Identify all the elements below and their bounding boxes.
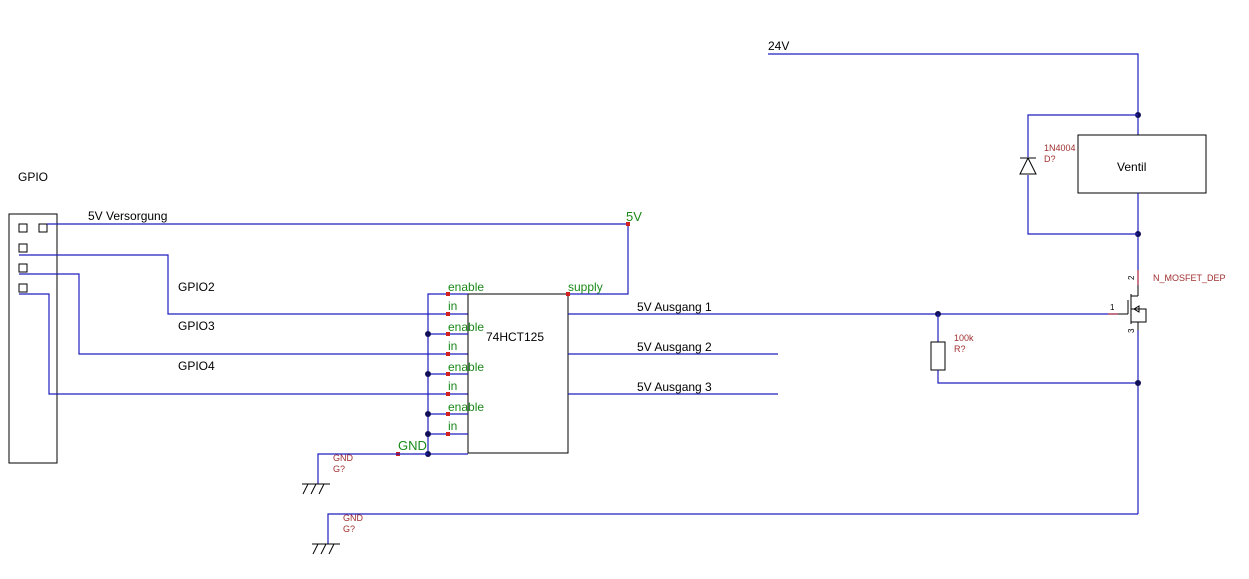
wire-gpio3 — [19, 273, 468, 355]
diode-value: 1N4004 — [1044, 143, 1076, 153]
resistor-value: 100k — [954, 333, 974, 343]
pin-marker — [446, 332, 450, 336]
pin-label-supply: supply — [568, 280, 603, 294]
mosfet-pin-number: 2 — [1127, 275, 1136, 280]
ground-symbol-1: GND G? — [302, 453, 428, 495]
gpio-pin — [18, 283, 28, 293]
gpio-pin — [18, 223, 28, 233]
net-24v: 24V — [768, 39, 1141, 135]
gpio-pin — [38, 223, 48, 233]
pin-marker — [446, 292, 450, 296]
net-label-out1: 5V Ausgang 1 — [637, 300, 712, 314]
net-gpio4: GPIO4 — [19, 293, 468, 395]
buffer-ic: 74HCT125 enable in enable in enable in e… — [396, 280, 603, 457]
net-label-gpio2: GPIO2 — [178, 280, 215, 294]
gpio-title: GPIO — [18, 170, 48, 184]
net-label-gpio4: GPIO4 — [178, 359, 215, 373]
pin-label-enable: enable — [448, 360, 484, 374]
mosfet-name: N_MOSFET_DEP — [1153, 273, 1226, 283]
net-label-24v: 24V — [768, 39, 789, 53]
wire-diode-bottom — [1027, 175, 1138, 235]
net-out2: 5V Ausgang 2 — [568, 340, 778, 355]
wire-diode-top — [1027, 114, 1138, 157]
pin-marker — [446, 432, 450, 436]
ground-value: GND — [333, 453, 354, 463]
pin-marker — [626, 222, 630, 226]
ground-ref: G? — [333, 464, 345, 474]
ground-value: GND — [343, 513, 364, 523]
pin-label-enable: enable — [448, 320, 484, 334]
wire-gpio2 — [19, 254, 468, 315]
net-label-out3: 5V Ausgang 3 — [637, 380, 712, 394]
junction-dot — [425, 431, 431, 437]
resistor-ref: R? — [954, 344, 966, 354]
pin-marker — [446, 352, 450, 356]
mosfet: 1 2 3 N_MOSFET_DEP — [1108, 270, 1226, 514]
pin-marker — [566, 292, 570, 296]
junction-dot — [425, 371, 431, 377]
ground-ref: G? — [343, 524, 355, 534]
valve-name: Ventil — [1117, 160, 1146, 174]
gpio-header: GPIO — [8, 170, 58, 464]
junction-dot — [1135, 380, 1141, 386]
junction-dot — [425, 331, 431, 337]
net-label-out2: 5V Ausgang 2 — [637, 340, 712, 354]
net-out1: 5V Ausgang 1 — [568, 300, 1118, 315]
ground-hatch — [302, 483, 309, 495]
net-label-5v: 5V — [626, 209, 642, 224]
pin-label-in: in — [448, 379, 457, 393]
gpio-pin — [18, 243, 28, 253]
wire-gnd-power — [327, 513, 1138, 544]
pin-marker — [446, 312, 450, 316]
ground-hatch — [310, 483, 317, 495]
wire-resistor-bottom — [937, 370, 1138, 384]
pin-marker — [446, 412, 450, 416]
net-label-gpio3: GPIO3 — [178, 319, 215, 333]
pin-label-in: in — [448, 419, 457, 433]
net-gpio3: GPIO3 — [19, 273, 468, 355]
pin-marker — [446, 372, 450, 376]
net-out3: 5V Ausgang 3 — [568, 380, 778, 395]
net-label-5v-versorgung: 5V Versorgung — [88, 209, 167, 223]
pin-label-in: in — [448, 299, 457, 313]
wire-gpio4 — [19, 293, 468, 395]
ground-symbol-2: GND G? — [312, 513, 1138, 555]
net-gpio2: GPIO2 — [19, 254, 468, 315]
diode-triangle — [1019, 156, 1037, 175]
pin-marker — [446, 392, 450, 396]
ground-hatch — [320, 543, 327, 555]
flyback-diode: 1N4004 D? — [1019, 114, 1138, 235]
buffer-ic-name: 74HCT125 — [486, 330, 544, 344]
pin-label-in: in — [448, 339, 457, 353]
valve: Ventil — [1077, 134, 1207, 285]
gpio-pin — [18, 263, 28, 273]
mosfet-pin-number: 1 — [1110, 303, 1115, 312]
diode-ref: D? — [1044, 154, 1056, 164]
mosfet-pin-number: 3 — [1127, 328, 1136, 333]
pin-label-enable: enable — [448, 280, 484, 294]
wire-5v-supply — [47, 223, 629, 295]
valve-body — [1077, 134, 1207, 194]
resistor-body — [930, 341, 946, 371]
pin-label-gnd: GND — [398, 438, 427, 453]
junction-dot — [425, 411, 431, 417]
gpio-header-body — [8, 213, 58, 464]
net-5v-supply: 5V Versorgung 5V — [47, 209, 642, 295]
mosfet-arrow — [1133, 305, 1140, 313]
wire-gnd-ic — [317, 453, 428, 484]
ground-hatch — [318, 483, 325, 495]
ground-hatch — [328, 543, 335, 555]
resistor-100k: 100k R? — [930, 311, 1138, 384]
pin-label-enable: enable — [448, 400, 484, 414]
wire-24v — [768, 53, 1139, 135]
ground-hatch — [312, 543, 319, 555]
